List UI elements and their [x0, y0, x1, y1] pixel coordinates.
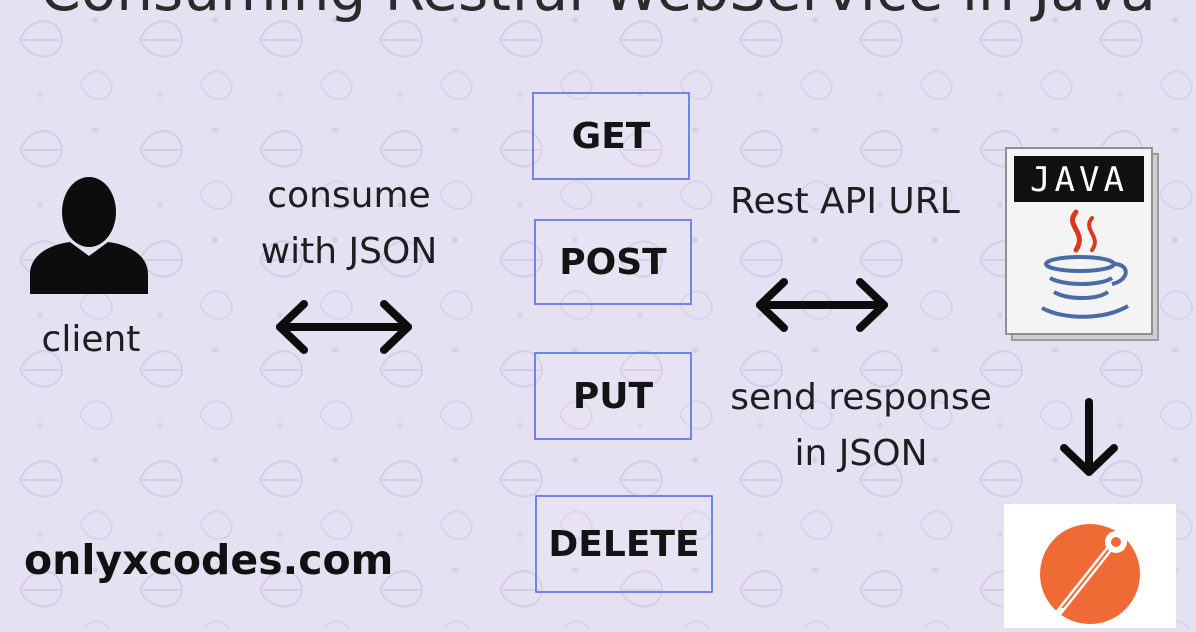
- java-logo: JAVA: [1004, 146, 1160, 342]
- response-line-1: send response: [730, 377, 992, 418]
- method-put-box: PUT: [534, 352, 692, 440]
- rest-api-url-label: Rest API URL: [730, 181, 960, 222]
- postman-logo: [1004, 504, 1176, 628]
- consume-line-1: consume: [267, 175, 431, 216]
- method-post-box: POST: [534, 219, 692, 305]
- page-title: Consuming Restful WebService in Java: [0, 0, 1196, 24]
- double-arrow-icon-right: [756, 278, 888, 332]
- method-get-box: GET: [532, 92, 690, 180]
- consume-label: consume with JSON: [238, 168, 460, 280]
- brand-text: onlyxcodes.com: [24, 536, 394, 584]
- down-arrow-icon: [1060, 398, 1118, 476]
- client-label: client: [41, 319, 141, 360]
- response-label: send response in JSON: [712, 370, 1010, 482]
- consume-line-2: with JSON: [260, 231, 438, 272]
- method-delete-box: DELETE: [535, 495, 713, 593]
- response-line-2: in JSON: [794, 433, 928, 474]
- double-arrow-icon-left: [276, 300, 412, 354]
- java-logo-text: JAVA: [1030, 160, 1128, 200]
- person-icon: [30, 177, 148, 294]
